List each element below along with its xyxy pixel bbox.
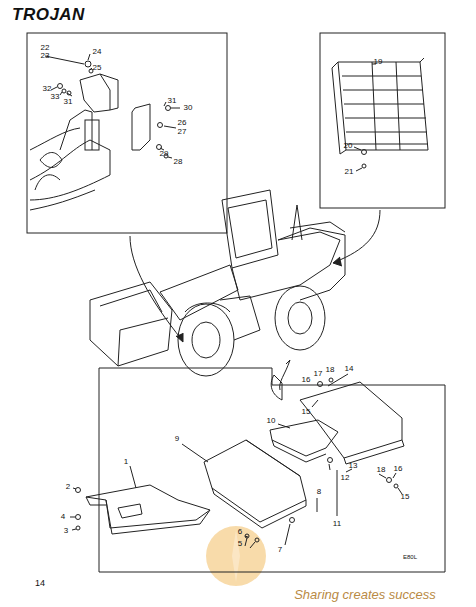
callout-number: 27 [178,128,187,136]
callout-number: 32 [43,85,52,93]
callout-number: 9 [175,435,179,443]
callout-number: 29 [160,150,169,158]
callout-number: 12 [341,474,350,482]
callout-number: 31 [64,98,73,106]
callout-number: 24 [93,48,102,56]
callout-number: 14 [345,365,354,373]
callout-number: 26 [178,119,187,127]
callout-number: 6 [238,528,242,536]
callout-number: 8 [317,488,321,496]
callout-number: 7 [278,546,282,554]
callout-number: 31 [168,97,177,105]
callout-number: 1 [124,458,128,466]
wheel-loader [90,190,345,376]
callout-number: 15 [302,408,311,416]
inset-frame [99,368,445,572]
grille [332,58,428,171]
callout-number: 2 [66,483,70,491]
drawing-code: E80L [403,554,417,560]
page-number: 14 [35,579,45,588]
callout-number: 23 [41,52,50,60]
brand-title: TROJAN [12,5,85,25]
callout-number: 21 [345,168,354,176]
callout-number: 4 [61,513,65,521]
callout-number: 10 [267,417,276,425]
pointer-arrow [335,210,380,262]
callout-number: 3 [64,527,68,535]
callout-number: 25 [93,64,102,72]
callout-number: 28 [174,158,183,166]
callout-number: 33 [51,93,60,101]
callout-number: 13 [349,462,358,470]
inset-frame [320,33,445,208]
callout-number: 18 [326,366,335,374]
callout-number: 22 [41,44,50,52]
floor-plates [70,374,404,548]
bracket-assembly [30,54,180,210]
callout-number: 18 [377,466,386,474]
watermark-logo [206,526,266,586]
callout-number: 16 [394,465,403,473]
callout-number: 19 [374,58,383,66]
watermark: Sharing creates success [294,588,436,601]
callout-number: 20 [344,142,353,150]
callout-number: 17 [314,370,323,378]
callout-number: 11 [333,520,341,528]
callout-number: 16 [302,376,311,384]
callout-number: 30 [184,104,193,112]
inset-frame [27,33,227,233]
callout-number: 5 [238,540,242,548]
callout-number: 15 [401,493,410,501]
pointer-arrow [130,236,182,340]
